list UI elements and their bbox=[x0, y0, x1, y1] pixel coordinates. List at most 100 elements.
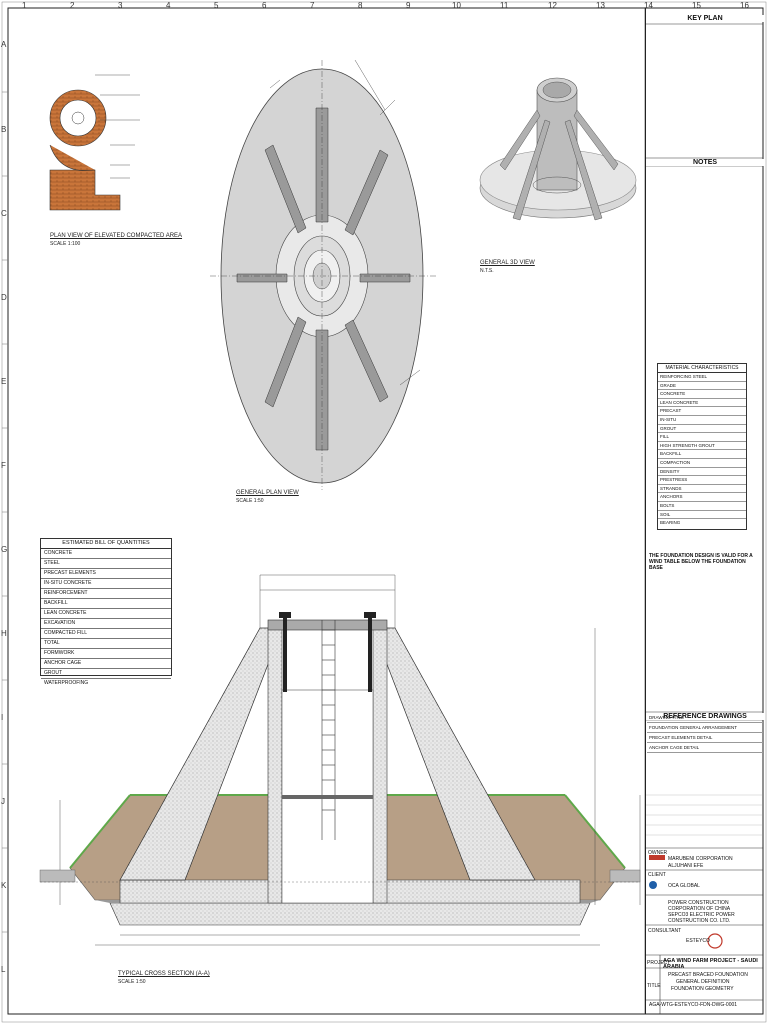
owner-company: MARUBENI CORPORATION bbox=[668, 856, 733, 862]
col-label: 10 bbox=[452, 1, 461, 10]
compacted-plan-scale: SCALE 1:100 bbox=[50, 241, 81, 247]
row-label: E bbox=[1, 377, 7, 386]
row-label: H bbox=[1, 629, 7, 638]
table-row: REINFORCING STEEL bbox=[658, 373, 746, 382]
table-row: STEEL bbox=[41, 559, 171, 569]
table-row: GROUT bbox=[658, 425, 746, 434]
3d-view-scale: N.T.S. bbox=[480, 268, 494, 274]
table-row: IN-SITU bbox=[658, 416, 746, 425]
table-row: ANCHOR CAGE DETAIL bbox=[647, 743, 763, 753]
table-row: STRANDS bbox=[658, 485, 746, 494]
row-label: G bbox=[1, 545, 8, 554]
table-row: DENSITY bbox=[658, 468, 746, 477]
table-row: ANCHOR CAGE bbox=[41, 659, 171, 669]
table-row: GRADE bbox=[658, 382, 746, 391]
row-label: A bbox=[1, 40, 7, 49]
owner-sub: ALJUHANI EFE bbox=[668, 863, 704, 869]
col-label: 5 bbox=[214, 1, 219, 10]
3d-view-title: GENERAL 3D VIEW bbox=[480, 260, 535, 266]
table-row: EXCAVATION bbox=[41, 619, 171, 629]
client-logo-icon bbox=[649, 881, 657, 889]
general-plan-view bbox=[210, 59, 436, 490]
table-row: PRECAST ELEMENTS bbox=[41, 569, 171, 579]
col-label: 2 bbox=[70, 1, 75, 10]
table-row: BACKFILL bbox=[658, 450, 746, 459]
table-row: IN-SITU CONCRETE bbox=[41, 579, 171, 589]
title-label: TITLE bbox=[647, 983, 661, 989]
table-row: PRECAST ELEMENTS DETAIL bbox=[647, 733, 763, 743]
table-row: CONCRETE bbox=[658, 390, 746, 399]
col-label: 12 bbox=[548, 1, 557, 10]
col-label: 15 bbox=[692, 1, 701, 10]
owner-label: OWNER bbox=[648, 850, 668, 856]
row-label: B bbox=[1, 125, 7, 134]
3d-view bbox=[479, 77, 637, 221]
consultant-company: ESTEYCO bbox=[686, 938, 710, 944]
table-row: PRECAST bbox=[658, 407, 746, 416]
row-label: D bbox=[1, 293, 7, 302]
bill-of-quantities-table: ESTIMATED BILL OF QUANTITIES CONCRETE ST… bbox=[40, 538, 172, 686]
col-label: 11 bbox=[500, 1, 509, 10]
cross-section-title: TYPICAL CROSS SECTION (A-A) bbox=[118, 971, 210, 977]
col-label: 3 bbox=[118, 1, 123, 10]
col-label: 1 bbox=[22, 1, 27, 10]
col-label: 13 bbox=[596, 1, 605, 10]
project-label: PROJECT bbox=[647, 960, 671, 966]
title-line-1: PRECAST BRACED FOUNDATION bbox=[668, 972, 748, 978]
reference-drawings-table: DRAWING TITLE FOUNDATION GENERAL ARRANGE… bbox=[647, 713, 763, 768]
table-row: PRESTRESS bbox=[658, 476, 746, 485]
consultant-logo-icon bbox=[707, 933, 723, 949]
table-row: LEAN CONCRETE bbox=[658, 399, 746, 408]
reference-header: REFERENCE DRAWINGS bbox=[646, 713, 764, 720]
doc-number: AGA-WTG-ESTEYCO-FDN-DWG-0001 bbox=[649, 1002, 738, 1008]
table-row: ANCHORS bbox=[658, 493, 746, 502]
cross-section bbox=[39, 574, 641, 946]
materials-title: MATERIAL CHARACTERISTICS bbox=[658, 364, 746, 373]
cross-section-scale: SCALE 1:50 bbox=[118, 979, 146, 985]
row-label: F bbox=[1, 461, 6, 470]
table-row: BOLTS bbox=[658, 502, 746, 511]
col-label: 9 bbox=[406, 1, 411, 10]
table-row: WATERPROOFING bbox=[44, 680, 89, 686]
table-row: CONCRETE bbox=[41, 549, 171, 559]
table-row: COMPACTION bbox=[658, 459, 746, 468]
consultant-label: CONSULTANT bbox=[648, 928, 682, 934]
key-plan-header: KEY PLAN bbox=[646, 15, 764, 22]
table-row: DRAWING TITLE bbox=[647, 713, 763, 723]
table-row: BACKFILL bbox=[41, 599, 171, 609]
col-label: 8 bbox=[358, 1, 363, 10]
table-row: LEAN CONCRETE bbox=[41, 609, 171, 619]
general-plan-scale: SCALE 1:50 bbox=[236, 498, 264, 504]
client-company: OCA GLOBAL bbox=[668, 883, 700, 889]
boq-title: ESTIMATED BILL OF QUANTITIES bbox=[41, 539, 171, 549]
epc-company: POWER CONSTRUCTION CORPORATION OF CHINA bbox=[668, 900, 731, 912]
material-characteristics-table: MATERIAL CHARACTERISTICS REINFORCING STE… bbox=[657, 363, 747, 530]
general-plan-title: GENERAL PLAN VIEW bbox=[236, 490, 299, 496]
owner-logo-icon bbox=[649, 855, 665, 860]
title-line-3: FOUNDATION GEOMETRY bbox=[671, 986, 734, 992]
table-row: HIGH STRENGTH GROUT bbox=[658, 442, 746, 451]
col-label: 4 bbox=[166, 1, 171, 10]
table-row: BEARING bbox=[660, 520, 681, 526]
table-row: REINFORCEMENT bbox=[41, 589, 171, 599]
compacted-area-plan bbox=[49, 74, 140, 211]
row-label: I bbox=[1, 713, 4, 722]
table-row: FILL bbox=[658, 433, 746, 442]
table-row: FOUNDATION GENERAL ARRANGEMENT bbox=[647, 723, 763, 733]
epc-sub: SEPCO3 ELECTRIC POWER CONSTRUCTION CO. L… bbox=[668, 912, 735, 924]
row-label: K bbox=[1, 881, 7, 890]
table-row: TOTAL bbox=[41, 639, 171, 649]
title-block: KEY PLAN NOTES REFERENCE DRAWINGS THE FO… bbox=[645, 8, 764, 1014]
col-label: 6 bbox=[262, 1, 267, 10]
foundation-note: THE FOUNDATION DESIGN IS VALID FOR A WIN… bbox=[649, 553, 753, 571]
row-label: L bbox=[1, 965, 6, 974]
compacted-plan-title: PLAN VIEW OF ELEVATED COMPACTED AREA bbox=[50, 233, 183, 239]
project-name: AGA WIND FARM PROJECT - SAUDI ARABIA bbox=[663, 958, 758, 970]
col-label: 7 bbox=[310, 1, 315, 10]
table-row: COMPACTED FILL bbox=[41, 629, 171, 639]
title-line-2: GENERAL DEFINITION bbox=[676, 979, 730, 985]
table-row: GROUT bbox=[41, 669, 171, 679]
notes-header: NOTES bbox=[646, 159, 764, 166]
